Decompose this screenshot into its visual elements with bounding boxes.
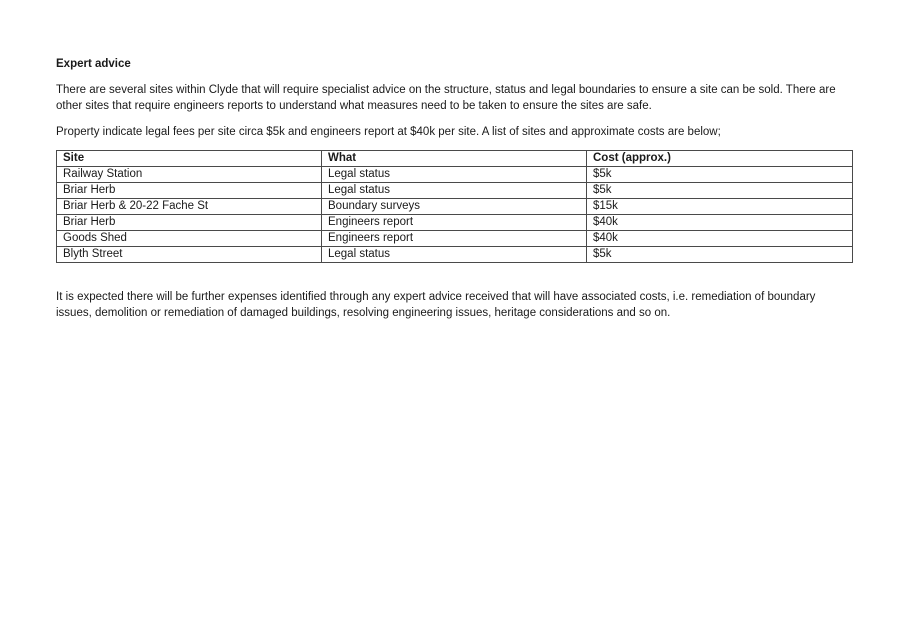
- cell-what: Engineers report: [321, 214, 587, 231]
- table-row: Goods Shed Engineers report $40k: [56, 230, 853, 247]
- cell-cost: $5k: [586, 166, 853, 183]
- cell-what: Boundary surveys: [321, 198, 587, 215]
- header-what: What: [321, 150, 587, 167]
- cell-what: Legal status: [321, 166, 587, 183]
- table-row: Briar Herb Engineers report $40k: [56, 214, 853, 231]
- cell-site: Railway Station: [56, 166, 322, 183]
- header-cost: Cost (approx.): [586, 150, 853, 167]
- fees-paragraph: Property indicate legal fees per site ci…: [56, 126, 721, 138]
- table-row: Briar Herb & 20-22 Fache St Boundary sur…: [56, 198, 853, 215]
- cell-what: Legal status: [321, 182, 587, 199]
- cell-cost: $5k: [586, 246, 853, 263]
- cell-site: Briar Herb: [56, 214, 322, 231]
- table-row: Briar Herb Legal status $5k: [56, 182, 853, 199]
- document-page: Expert advice There are several sites wi…: [56, 56, 853, 331]
- cell-cost: $15k: [586, 198, 853, 215]
- cell-site: Blyth Street: [56, 246, 322, 263]
- cell-site: Briar Herb & 20-22 Fache St: [56, 198, 322, 215]
- intro-paragraph: There are several sites within Clyde tha…: [56, 84, 836, 112]
- cell-what: Legal status: [321, 246, 587, 263]
- table-row: Railway Station Legal status $5k: [56, 166, 853, 183]
- table-row: Blyth Street Legal status $5k: [56, 246, 853, 263]
- cell-cost: $40k: [586, 214, 853, 231]
- cell-cost: $5k: [586, 182, 853, 199]
- table-header-row: Site What Cost (approx.): [56, 150, 853, 167]
- closing-paragraph: It is expected there will be further exp…: [56, 291, 816, 319]
- header-site: Site: [56, 150, 322, 167]
- cell-site: Briar Herb: [56, 182, 322, 199]
- cell-site: Goods Shed: [56, 230, 322, 247]
- cell-what: Engineers report: [321, 230, 587, 247]
- cell-cost: $40k: [586, 230, 853, 247]
- section-heading: Expert advice: [56, 58, 131, 70]
- costs-table: Site What Cost (approx.) Railway Station…: [56, 150, 853, 263]
